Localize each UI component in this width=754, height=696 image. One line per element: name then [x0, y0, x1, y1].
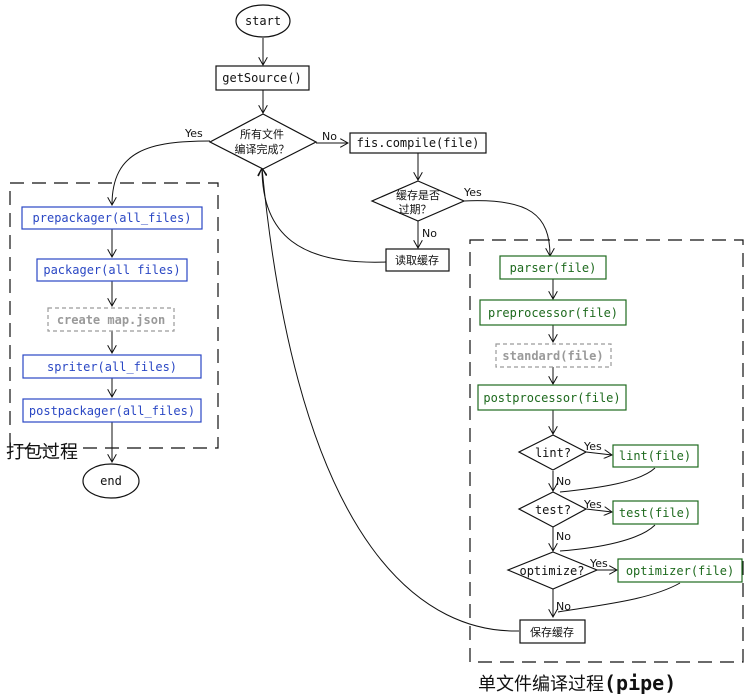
all-compiled-decision: [208, 113, 318, 170]
test-decision: [517, 491, 588, 528]
edge-test-return: [559, 524, 656, 552]
edge-label-yes-lint: Yes: [583, 440, 602, 453]
getsource-node: [215, 65, 310, 91]
edge-readcache-back: [262, 168, 387, 263]
postprocessor-node: [477, 384, 627, 411]
test-label: test(file): [619, 506, 691, 520]
edge-label-no-1: No: [322, 130, 337, 143]
edge-lint-return: [559, 467, 656, 493]
edge-label-yes-optimize: Yes: [589, 557, 608, 570]
edge-label-yes-test: Yes: [583, 498, 602, 511]
lint-decision: [517, 434, 588, 471]
edge-label-no-2: No: [422, 227, 437, 240]
all-compiled-line2: 编译完成？: [235, 142, 290, 156]
edge-label-yes-1: Yes: [184, 127, 203, 140]
standard-node: [495, 343, 612, 368]
lint-decision-label: lint?: [535, 446, 571, 460]
edge-decision-yes: [112, 140, 211, 205]
edge-label-no-lint: No: [556, 475, 571, 488]
fis-compile-label: fis.compile(file): [357, 136, 480, 150]
read-cache-node: [385, 248, 450, 272]
cache-expired-line1: 缓存是否: [396, 188, 440, 202]
all-compiled-line1: 所有文件: [240, 127, 284, 141]
optimizer-label: optimizer(file): [626, 564, 734, 578]
packaging-cluster-title: 打包过程: [6, 442, 78, 463]
single-file-title-pipe: (pipe): [604, 671, 676, 695]
optimize-decision: [506, 551, 599, 590]
packager-label: packager(all files): [43, 263, 180, 277]
edge-cache-yes: [463, 200, 550, 256]
standard-label: standard(file): [502, 349, 603, 363]
postpackager-label: postpackager(all_files): [29, 404, 195, 418]
fis-compile-node: [349, 132, 487, 154]
lint-node: [612, 444, 699, 468]
prepackager-node: [21, 206, 203, 230]
save-cache-label: 保存缓存: [530, 625, 574, 639]
preprocessor-label: preprocessor(file): [488, 306, 618, 320]
edge-test-yes: [585, 509, 612, 512]
test-decision-label: test?: [535, 503, 571, 517]
end-label: end: [100, 474, 122, 488]
cache-expired-decision: [370, 180, 466, 222]
edge-optimizer-return: [557, 582, 681, 613]
single-file-title-prefix: 单文件编译过程: [478, 674, 604, 695]
edge-lint-yes: [585, 452, 612, 455]
parser-node: [499, 255, 607, 280]
test-node: [612, 500, 699, 525]
postprocessor-label: postprocessor(file): [483, 391, 620, 405]
read-cache-label: 读取缓存: [395, 253, 439, 267]
single-file-cluster-title: 单文件编译过程(pipe): [478, 671, 676, 695]
optimize-decision-label: optimize?: [519, 564, 584, 578]
edge-label-no-optimize: No: [556, 600, 571, 613]
start-label: start: [245, 14, 281, 28]
lint-label: lint(file): [619, 449, 691, 463]
start-node: [235, 4, 291, 38]
postpackager-node: [22, 398, 202, 423]
getsource-label: getSource(): [222, 71, 301, 85]
optimizer-node: [617, 558, 743, 583]
spriter-label: spriter(all_files): [47, 360, 177, 374]
edge-label-yes-2: Yes: [463, 186, 482, 199]
parser-label: parser(file): [510, 261, 597, 275]
spriter-node: [22, 354, 202, 379]
packaging-cluster-border: [9, 182, 219, 449]
save-cache-node: [519, 619, 586, 644]
preprocessor-node: [479, 299, 627, 326]
edges: [112, 38, 681, 632]
prepackager-label: prepackager(all_files): [33, 211, 192, 225]
end-node: [82, 463, 140, 499]
create-map-node: [47, 307, 175, 332]
edge-savecache-back: [262, 168, 520, 632]
create-map-label: create map.json: [57, 313, 165, 327]
single-file-cluster-border: [469, 239, 744, 663]
cache-expired-line2: 过期？: [399, 203, 432, 216]
packager-node: [36, 258, 188, 282]
edge-label-no-test: No: [556, 530, 571, 543]
